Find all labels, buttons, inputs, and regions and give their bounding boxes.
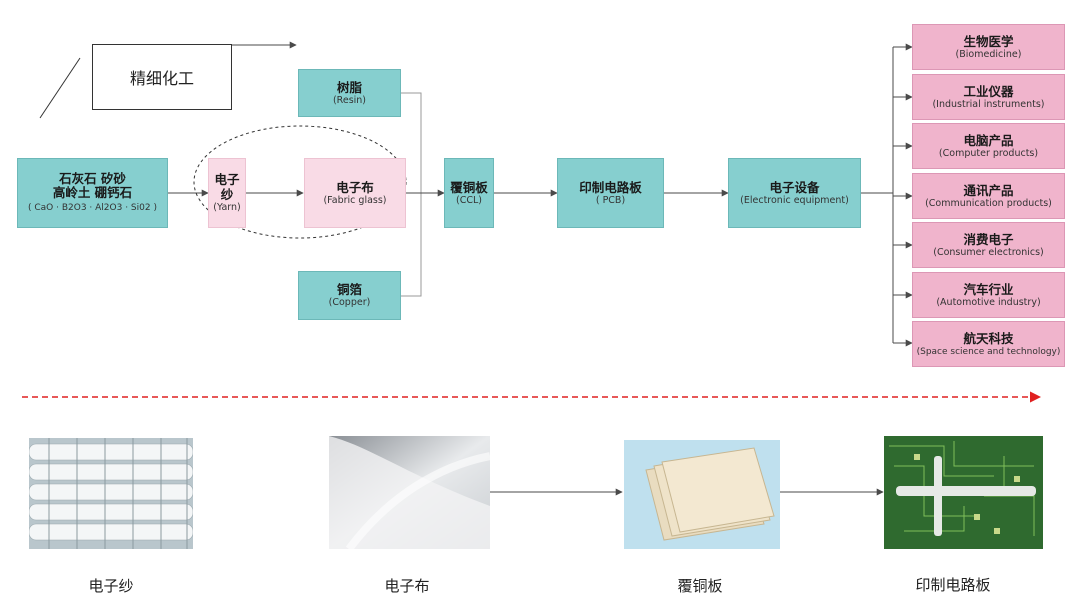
app-label-en: (Communication products): [925, 197, 1052, 209]
resin-box: 树脂 (Resin): [298, 69, 401, 117]
yarn-bobbins-illustration: [29, 438, 193, 549]
equipment-label-zh: 电子设备: [769, 179, 820, 195]
app-label-zh: 生物医学: [963, 33, 1014, 49]
copper-box: 铜箔 (Copper): [298, 271, 401, 320]
fabric-roll-photo: [329, 436, 490, 549]
app-label-en: (Computer products): [938, 147, 1039, 159]
caption-pcb: 印制电路板: [915, 576, 991, 594]
resin-bracket: [401, 92, 422, 297]
caption-fabric: 电子布: [384, 577, 430, 595]
app-label-en: (Biomedicine): [955, 48, 1022, 60]
ccl-label-en: (CCL): [456, 194, 482, 206]
callout-diagonal-line: [39, 57, 81, 119]
resin-label-en: (Resin): [332, 94, 367, 106]
ccl-box: 覆铜板 (CCL): [444, 158, 494, 228]
pcb-board-illustration: [884, 436, 1043, 549]
tree-branches: [893, 43, 913, 347]
raw-material-line2: 高岭土 硼钙石: [52, 185, 133, 200]
copper-label-zh: 铜箔: [336, 282, 362, 297]
pcb-label-en: ( PCB): [595, 194, 626, 206]
app-box-aerospace: 航天科技 (Space science and technology): [912, 321, 1065, 367]
app-label-zh: 通讯产品: [963, 182, 1014, 198]
pcb-board-photo: [884, 436, 1043, 549]
copper-label-en: (Copper): [328, 297, 371, 308]
caption-yarn: 电子纱: [88, 577, 134, 595]
app-box-industrial: 工业仪器 (Industrial instruments): [912, 74, 1065, 120]
equipment-label-en: (Electronic equipment): [740, 194, 849, 206]
app-label-zh: 汽车行业: [963, 281, 1014, 297]
ccl-sheets-photo: [624, 440, 780, 549]
fabric-box: 电子布 (Fabric glass): [304, 158, 406, 228]
fabric-label-zh: 电子布: [336, 179, 374, 195]
pcb-label-zh: 印制电路板: [579, 179, 642, 195]
yarn-box: 电子纱 (Yarn): [208, 158, 246, 228]
yarn-label-en: (Yarn): [213, 202, 241, 213]
app-box-biomedicine: 生物医学 (Biomedicine): [912, 24, 1065, 70]
raw-material-formula: ( CaO · B2O3 · Al2O3 · Si02 ): [28, 203, 157, 213]
pcb-box: 印制电路板 ( PCB): [557, 158, 664, 228]
yarn-label-zh: 电子纱: [214, 172, 240, 202]
caption-ccl: 覆铜板: [677, 577, 723, 595]
yarn-bobbins-photo: [29, 438, 193, 549]
app-box-automotive: 汽车行业 (Automotive industry): [912, 272, 1065, 318]
ccl-label-zh: 覆铜板: [450, 179, 488, 195]
callout-label: 精细化工: [129, 69, 194, 88]
app-label-en: (Consumer electronics): [933, 246, 1044, 258]
app-label-zh: 航天科技: [963, 330, 1014, 346]
app-label-zh: 电脑产品: [963, 132, 1014, 148]
equipment-box: 电子设备 (Electronic equipment): [728, 158, 861, 228]
app-label-en: (Space science and technology): [916, 346, 1061, 357]
app-box-consumer: 消费电子 (Consumer electronics): [912, 222, 1065, 268]
yarn-fabric-dashed-ellipse: [193, 125, 407, 239]
fabric-roll-illustration: [329, 436, 490, 549]
app-label-en: (Automotive industry): [936, 296, 1041, 308]
raw-material-box: 石灰石 矽砂 高岭土 硼钙石 ( CaO · B2O3 · Al2O3 · Si…: [17, 158, 168, 228]
raw-material-line1: 石灰石 矽砂: [59, 171, 126, 186]
app-box-communication: 通讯产品 (Communication products): [912, 173, 1065, 219]
resin-label-zh: 树脂: [336, 79, 362, 95]
fabric-label-en: (Fabric glass): [323, 194, 387, 206]
app-label-zh: 消费电子: [963, 231, 1014, 247]
ccl-sheets-illustration: [624, 440, 780, 549]
fine-chemical-callout: 精细化工: [92, 44, 232, 110]
app-label-zh: 工业仪器: [963, 83, 1014, 99]
app-box-computer: 电脑产品 (Computer products): [912, 123, 1065, 169]
app-label-en: (Industrial instruments): [932, 98, 1045, 110]
